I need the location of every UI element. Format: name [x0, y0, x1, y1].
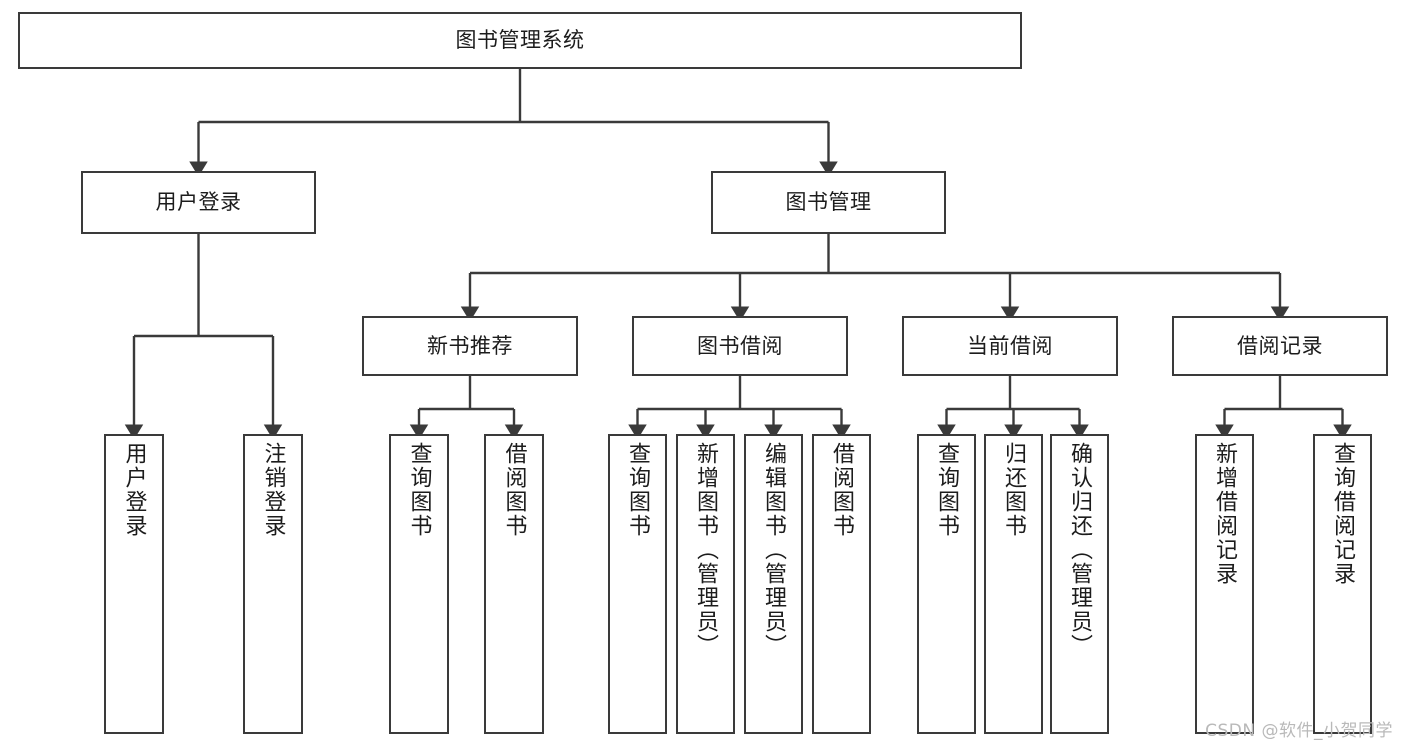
- watermark: CSDN @软件_小贺同学: [1205, 721, 1393, 741]
- node-label: 借阅图书: [829, 442, 855, 538]
- node-label: 用户登录: [121, 442, 147, 538]
- node-label: 图书管理系统: [455, 28, 585, 53]
- node-root[interactable]: 图书管理系统: [18, 12, 1022, 69]
- node-label: 图书管理: [785, 190, 872, 215]
- node-label: 归还图书: [1001, 442, 1027, 538]
- node-label: 查询借阅记录: [1330, 442, 1356, 586]
- node-label: 借阅图书: [501, 442, 527, 538]
- node-label: 借阅记录: [1237, 333, 1323, 358]
- node-label: 查询图书: [934, 442, 960, 538]
- node-label: 确认归还（管理员）: [1067, 442, 1093, 658]
- node-label: 用户登录: [155, 190, 242, 215]
- leaf-add-borrow-record[interactable]: 新增借阅记录: [1195, 434, 1254, 734]
- node-label: 新增借阅记录: [1212, 442, 1238, 586]
- leaf-confirm-return-admin[interactable]: 确认归还（管理员）: [1050, 434, 1109, 734]
- node-label: 当前借阅: [967, 333, 1053, 358]
- node-current-borrowing[interactable]: 当前借阅: [902, 316, 1118, 376]
- node-label: 新增图书（管理员）: [693, 442, 719, 658]
- node-book-borrowing[interactable]: 图书借阅: [632, 316, 848, 376]
- leaf-add-book-admin[interactable]: 新增图书（管理员）: [676, 434, 735, 734]
- node-book-management[interactable]: 图书管理: [711, 171, 946, 234]
- leaf-user-logout[interactable]: 注销登录: [243, 434, 303, 734]
- node-label: 图书借阅: [697, 333, 783, 358]
- node-user-login[interactable]: 用户登录: [81, 171, 316, 234]
- node-label: 查询图书: [406, 442, 432, 538]
- leaf-borrow-books-new[interactable]: 借阅图书: [484, 434, 544, 734]
- leaf-edit-book-admin[interactable]: 编辑图书（管理员）: [744, 434, 803, 734]
- leaf-query-books-borrow[interactable]: 查询图书: [608, 434, 667, 734]
- node-label: 编辑图书（管理员）: [761, 442, 787, 658]
- node-new-book-recommendation[interactable]: 新书推荐: [362, 316, 578, 376]
- node-label: 新书推荐: [427, 333, 513, 358]
- leaf-query-books-new[interactable]: 查询图书: [389, 434, 449, 734]
- node-borrowing-records[interactable]: 借阅记录: [1172, 316, 1388, 376]
- node-label: 查询图书: [625, 442, 651, 538]
- leaf-query-books-current[interactable]: 查询图书: [917, 434, 976, 734]
- leaf-user-login[interactable]: 用户登录: [104, 434, 164, 734]
- leaf-borrow-books[interactable]: 借阅图书: [812, 434, 871, 734]
- leaf-query-borrow-record[interactable]: 查询借阅记录: [1313, 434, 1372, 734]
- leaf-return-books[interactable]: 归还图书: [984, 434, 1043, 734]
- node-label: 注销登录: [260, 442, 286, 538]
